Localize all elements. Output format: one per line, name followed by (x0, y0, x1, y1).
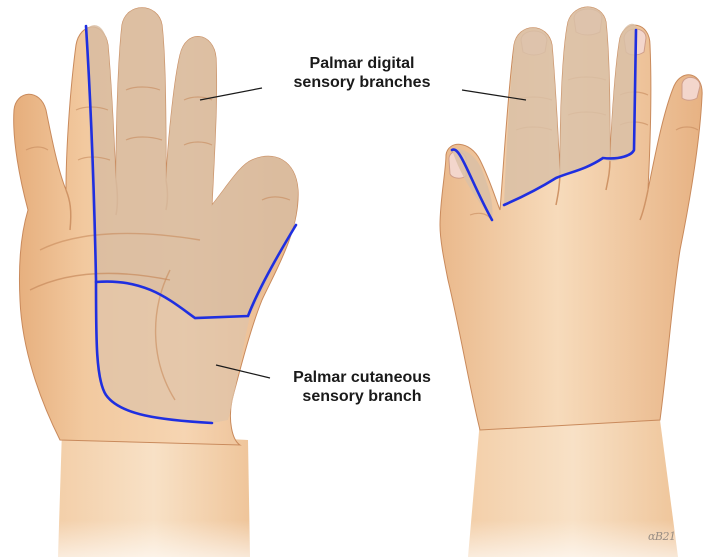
nail-little (682, 77, 700, 100)
label-palmar-cutaneous-line1: Palmar cutaneous (262, 368, 462, 387)
artist-signature: ɑB21 (648, 530, 676, 543)
label-palmar-cutaneous-line2: sensory branch (262, 387, 462, 406)
label-palmar-digital-line1: Palmar digital (262, 54, 462, 73)
label-palmar-digital: Palmar digital sensory branches (262, 54, 462, 92)
right-hand-dorsal-view (440, 7, 702, 557)
bottom-fade (0, 520, 705, 557)
label-palmar-cutaneous: Palmar cutaneous sensory branch (262, 368, 462, 406)
label-palmar-digital-line2: sensory branches (262, 73, 462, 92)
left-hand-palm-view (14, 8, 298, 557)
